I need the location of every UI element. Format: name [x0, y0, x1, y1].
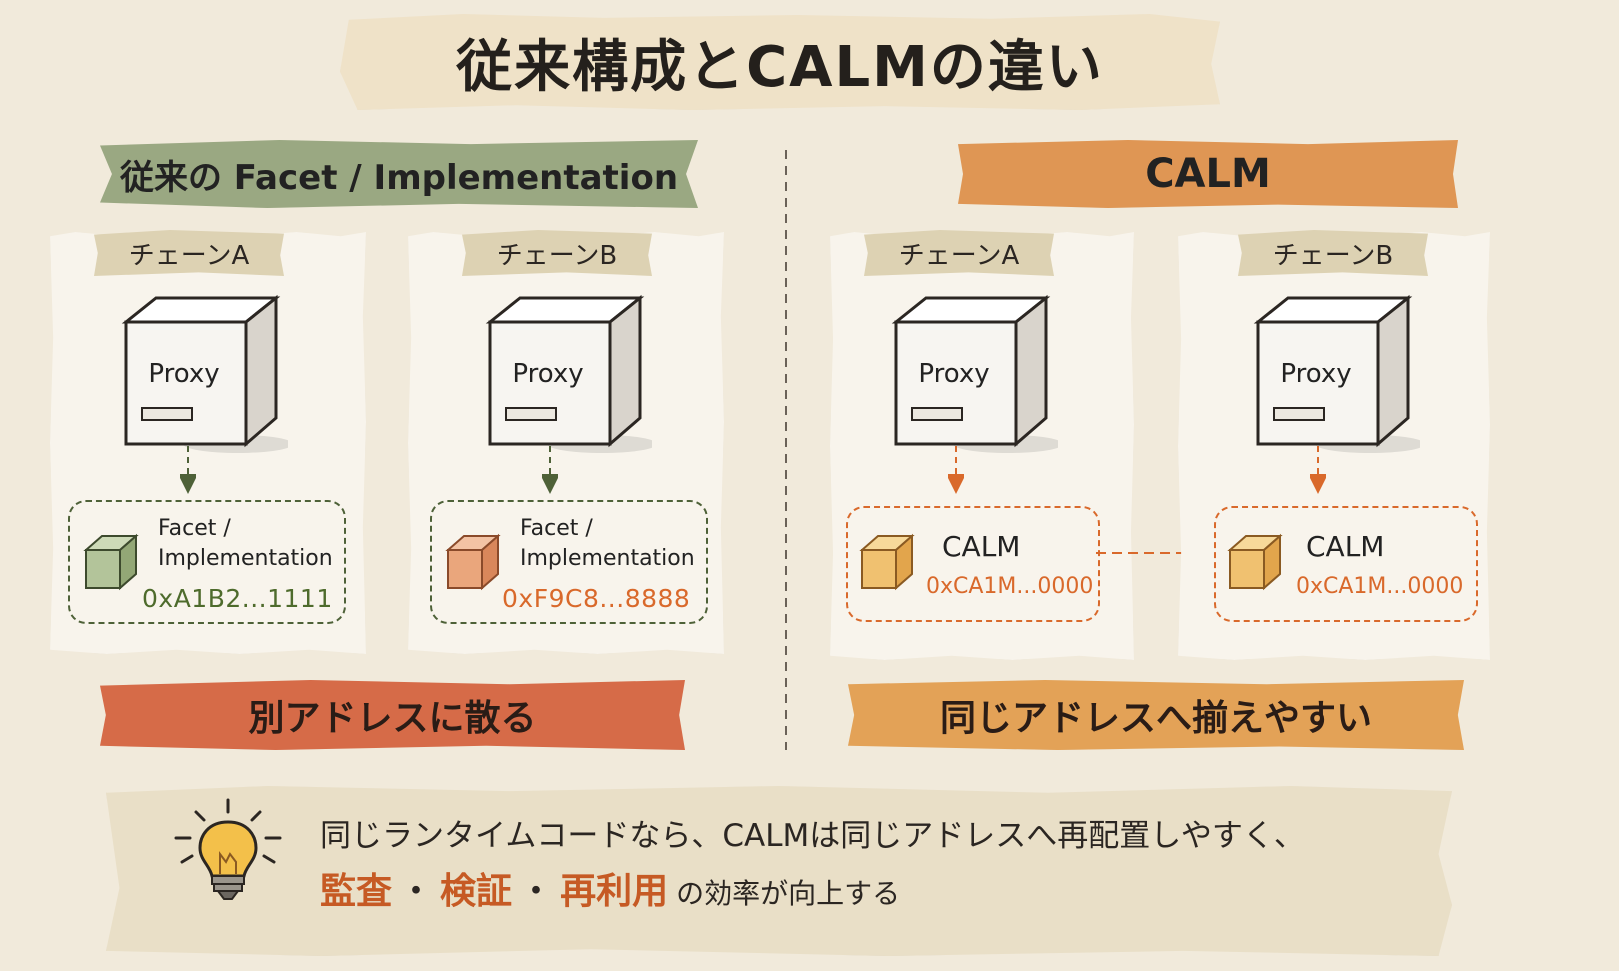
facet-box-a [68, 500, 346, 624]
arrow-down-icon [948, 446, 964, 494]
summary-line-2: 監査・検証・再利用の効率が向上する [320, 862, 900, 914]
calm-box-b [1214, 506, 1478, 622]
highlight-verify: 検証 [440, 871, 513, 912]
arrow-down-icon [1310, 446, 1326, 494]
facet-cube-icon [445, 533, 501, 591]
right-chain-b-label: チェーンB [1238, 230, 1428, 276]
separator: ・ [398, 871, 435, 912]
calm-label: CALM [942, 530, 1021, 563]
page-title: 従来構成とCALMの違い [340, 14, 1220, 110]
left-chain-b-label: チェーンB [462, 230, 652, 276]
left-result-label: 別アドレスに散る [100, 680, 685, 750]
calm-box-a [846, 506, 1100, 622]
arrow-down-icon [542, 446, 558, 494]
calm-address: 0xCA1M...0000 [926, 574, 1094, 599]
facet-address: 0xA1B2...1111 [142, 584, 333, 613]
facet-label: Facet / Implementation [520, 516, 695, 571]
arrow-down-icon [180, 446, 196, 494]
right-chain-a-label: チェーンA [864, 230, 1054, 276]
facet-label: Facet / Implementation [158, 516, 333, 571]
proxy-cube-icon: Proxy [891, 294, 1058, 453]
calm-cube-icon [1227, 533, 1283, 591]
right-section-header: CALM [958, 140, 1458, 208]
separator: ・ [518, 871, 555, 912]
summary-line-2-tail: の効率が向上する [676, 877, 901, 910]
proxy-cube-icon: Proxy [1253, 294, 1420, 453]
calm-address: 0xCA1M...0000 [1296, 574, 1464, 599]
proxy-label: Proxy [918, 359, 989, 389]
highlight-audit: 監査 [320, 871, 393, 912]
left-section-header: 従来の Facet / Implementation [100, 140, 698, 208]
facet-address: 0xF9C8...8888 [502, 584, 691, 613]
lightbulb-icon [174, 798, 282, 900]
facet-box-b [430, 500, 708, 624]
facet-cube-icon [83, 533, 139, 591]
proxy-label: Proxy [1280, 359, 1351, 389]
proxy-cube-icon: Proxy [485, 294, 652, 453]
calm-cube-icon [859, 533, 915, 591]
proxy-label: Proxy [148, 359, 219, 389]
proxy-cube-icon: Proxy [121, 294, 288, 453]
proxy-label: Proxy [512, 359, 583, 389]
summary-note [106, 786, 1452, 956]
calm-label: CALM [1306, 530, 1385, 563]
center-divider [785, 150, 787, 750]
highlight-reuse: 再利用 [560, 871, 669, 912]
right-result-label: 同じアドレスへ揃えやすい [848, 680, 1464, 750]
summary-line-1: 同じランタイムコードなら、CALMは同じアドレスへ再配置しやすく、 [320, 818, 1305, 854]
left-chain-a-label: チェーンA [94, 230, 284, 276]
